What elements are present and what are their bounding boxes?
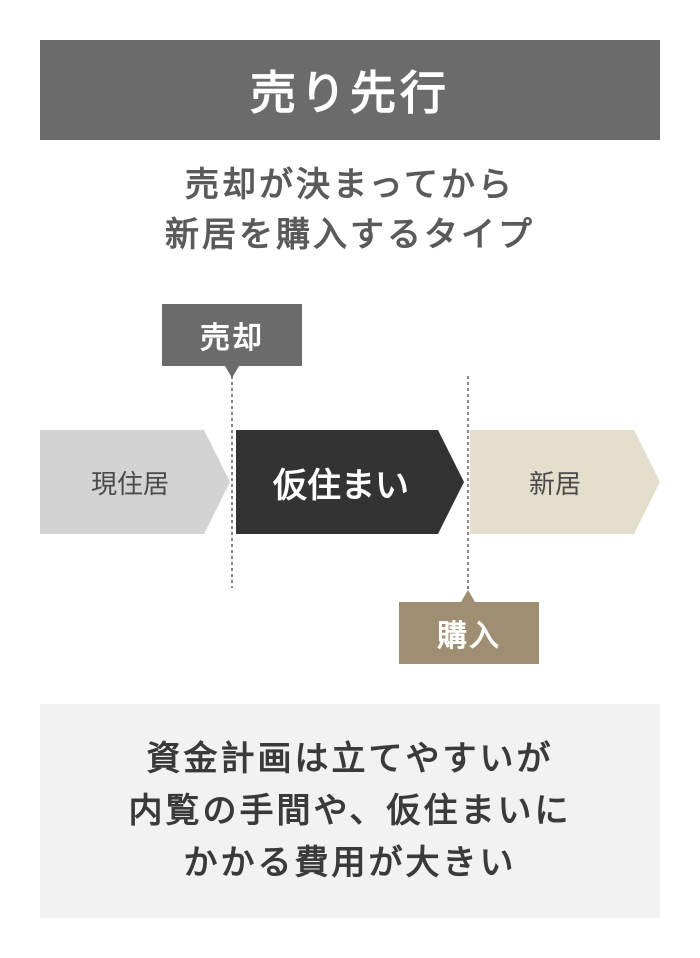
summary-line-3: かかる費用が大きい	[183, 843, 517, 883]
subtitle-line-2: 新居を購入するタイプ	[165, 215, 535, 255]
stage-arrow-temporary-home	[236, 430, 464, 534]
summary-line-2: 内覧の手間や、仮住まいに	[128, 791, 572, 831]
stage-label-new-home: 新居	[528, 469, 581, 500]
sale-tag-label: 売却	[200, 321, 264, 356]
sale-tag-pointer	[225, 366, 239, 378]
header-banner: 売り先行	[40, 40, 660, 140]
subtitle-line-1: 売却が決まってから	[185, 165, 515, 205]
stage-arrow-new-home	[470, 430, 660, 534]
purchase-tag-pointer	[461, 590, 475, 602]
summary-line-1: 資金計画は立てやすいが	[146, 739, 554, 779]
subtitle: 売却が決まってから 新居を購入するタイプ	[0, 160, 700, 260]
stage-arrow-current-home	[40, 430, 230, 534]
summary-box: 資金計画は立てやすいが 内覧の手間や、仮住まいに かかる費用が大きい	[40, 704, 660, 918]
purchase-tag-box	[399, 602, 539, 664]
stage-label-temporary-home: 仮住まい	[273, 465, 409, 506]
purchase-tag-label: 購入	[437, 619, 501, 654]
sale-tag-box	[162, 304, 302, 366]
page-title: 売り先行	[250, 66, 450, 120]
stage-label-current-home: 現住居	[90, 469, 169, 500]
